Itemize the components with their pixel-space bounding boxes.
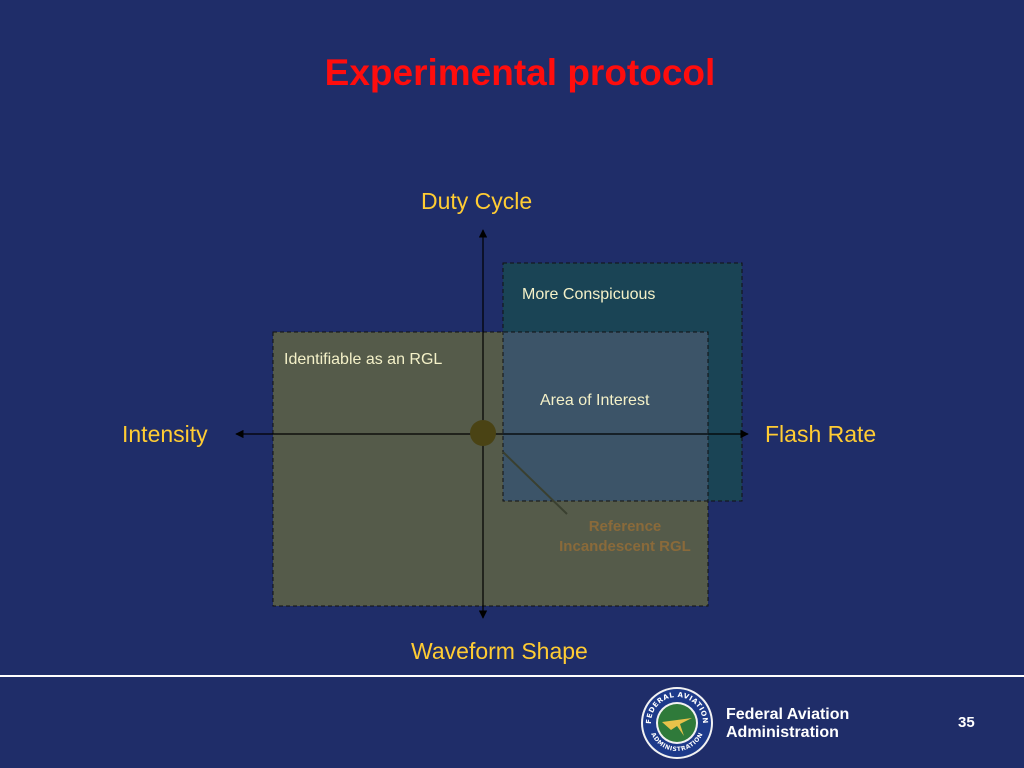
axis-label-duty-cycle: Duty Cycle <box>421 188 533 214</box>
agency-line-1: Federal Aviation <box>726 706 850 723</box>
agency-line-2: Administration <box>726 724 839 741</box>
area-of-interest-region <box>503 332 708 501</box>
axis-label-waveform-shape: Waveform Shape <box>411 638 588 664</box>
area-of-interest-label: Area of Interest <box>540 392 650 409</box>
reference-point <box>470 420 496 446</box>
axis-label-intensity: Intensity <box>122 421 208 447</box>
reference-label-line1: Reference <box>588 518 662 535</box>
agency-name: Federal Aviation Administration <box>726 706 849 742</box>
identifiable-label: Identifiable as an RGL <box>284 351 443 368</box>
page-number: 35 <box>958 714 975 731</box>
reference-label: Reference Incandescent RGL <box>540 517 710 557</box>
slide-title: Experimental protocol <box>324 52 716 93</box>
more-conspicuous-label: More Conspicuous <box>522 286 656 303</box>
reference-pointer <box>502 451 568 515</box>
footer-divider <box>0 675 1024 677</box>
reference-label-line2: Incandescent RGL <box>559 538 691 555</box>
faa-seal-icon: FEDERAL AVIATION ADMINISTRATION <box>641 687 713 759</box>
axis-label-flash-rate: Flash Rate <box>765 421 877 447</box>
